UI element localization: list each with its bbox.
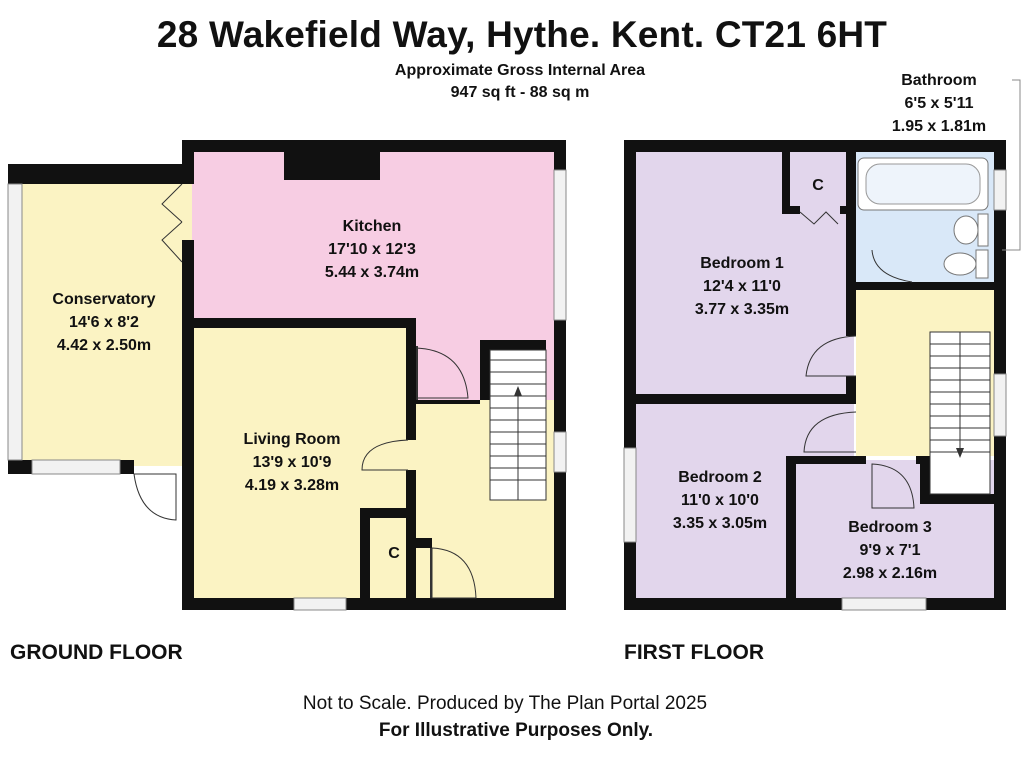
wall [786, 456, 796, 600]
wall [920, 494, 996, 504]
living-room-imperial: 13'9 x 10'9 [253, 454, 332, 471]
kitchen-room [192, 152, 556, 324]
wall [846, 152, 856, 336]
kitchen-name: Kitchen [343, 218, 402, 235]
ground-floor-plan: Kitchen 17'10 x 12'3 5.44 x 3.74m Conser… [7, 140, 567, 611]
first-floor-label: FIRST FLOOR [624, 641, 764, 664]
wall [480, 340, 490, 400]
window [553, 169, 567, 321]
wall [856, 282, 872, 290]
door-swing [133, 183, 477, 599]
bedroom1-room [636, 152, 854, 398]
wall [840, 206, 850, 214]
conservatory-room [18, 176, 192, 466]
wall [782, 206, 800, 214]
window [993, 169, 1007, 211]
wall [406, 470, 416, 602]
bathroom-leader-line [1002, 79, 1021, 251]
wall [120, 460, 134, 474]
kitchen-imperial: 17'10 x 12'3 [328, 241, 416, 258]
wall [408, 538, 432, 548]
conservatory-imperial: 14'6 x 8'2 [69, 314, 139, 331]
wall [624, 598, 1006, 610]
wall [406, 318, 416, 440]
window [623, 447, 637, 543]
conservatory-name: Conservatory [52, 291, 155, 308]
wall [856, 282, 994, 290]
living-room-metric: 4.19 x 3.28m [245, 477, 339, 494]
window [993, 373, 1007, 437]
wall [182, 598, 566, 610]
wall [8, 164, 194, 184]
ground-floor-label: GROUND FLOOR [10, 641, 183, 664]
bedroom1-name: Bedroom 1 [700, 255, 784, 272]
door-swing [799, 211, 915, 509]
conservatory-metric: 4.42 x 2.50m [57, 337, 151, 354]
window [31, 459, 121, 475]
first-floor-stairs [929, 331, 991, 495]
bedroom2-metric: 3.35 x 3.05m [673, 515, 767, 532]
bedroom2-imperial: 11'0 x 10'0 [681, 492, 759, 509]
ground-stairs [489, 349, 547, 501]
window [553, 431, 567, 473]
living-room-name: Living Room [244, 431, 341, 448]
wall [480, 340, 546, 350]
wall [636, 394, 856, 404]
wall [360, 508, 416, 518]
window [293, 597, 347, 611]
wall [182, 470, 192, 610]
bathroom-imperial: 6'5 x 5'11 [904, 95, 973, 112]
wall [8, 460, 32, 474]
bedroom1-imperial: 12'4 x 11'0 [703, 278, 781, 295]
bedroom3-metric: 2.98 x 2.16m [843, 565, 937, 582]
bedroom3-name: Bedroom 3 [848, 519, 932, 536]
wall [624, 140, 1000, 152]
wall [182, 140, 566, 152]
wall [796, 456, 866, 464]
bedroom2-name: Bedroom 2 [678, 469, 762, 486]
toilet [943, 249, 989, 279]
area-value: 947 sq ft - 88 sq m [450, 84, 590, 101]
ground-cupboard-label: C [388, 545, 400, 562]
kitchen-metric: 5.44 x 3.74m [325, 264, 419, 281]
bedroom1-metric: 3.77 x 3.35m [695, 301, 789, 318]
basin [953, 213, 989, 247]
footer-note: Not to Scale. Produced by The Plan Porta… [302, 693, 708, 714]
first-cupboard-label: C [812, 177, 824, 194]
window [7, 183, 23, 461]
bath-tub [857, 157, 989, 211]
footer-disclaimer: For Illustrative Purposes Only. [378, 720, 654, 741]
wall [920, 456, 930, 500]
bedroom3-imperial: 9'9 x 7'1 [860, 542, 921, 559]
wall [416, 400, 480, 404]
wall [782, 152, 790, 210]
bathroom-name: Bathroom [901, 72, 977, 89]
wall [284, 152, 380, 180]
wall [846, 376, 856, 404]
living-room [192, 324, 416, 604]
page-title: 28 Wakefield Way, Hythe. Kent. CT21 6HT [156, 14, 888, 55]
window [841, 597, 927, 611]
wall [360, 508, 370, 602]
area-heading: Approximate Gross Internal Area [394, 62, 646, 79]
wall [192, 318, 416, 328]
first-floor-plan: Bedroom 1 12'4 x 11'0 3.77 x 3.35m Bedro… [623, 72, 1021, 611]
bathroom-metric: 1.95 x 1.81m [892, 118, 986, 135]
